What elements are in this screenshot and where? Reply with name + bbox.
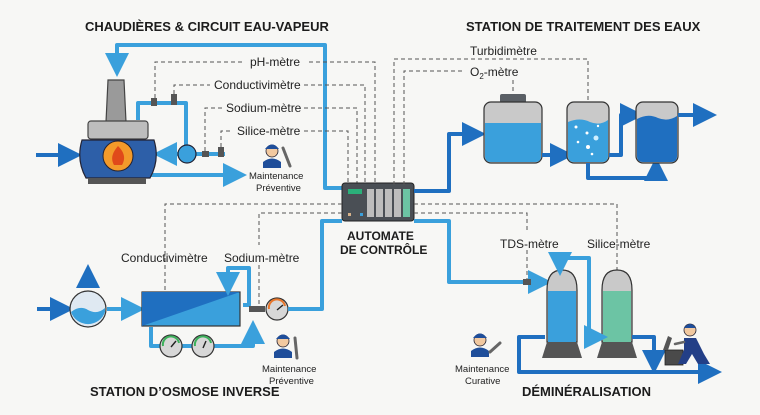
ro-membrane-concentrate <box>142 292 240 326</box>
ro-sodium-sensor <box>249 306 265 312</box>
ro-recirculation-pipe <box>216 266 251 307</box>
plc-led <box>348 213 351 216</box>
sodium-signal-line-plc <box>304 107 358 185</box>
silica-signal-line <box>220 130 233 147</box>
filter-to-storage-pipe <box>609 103 644 157</box>
ph-signal-line-plc <box>309 61 376 185</box>
tds-meter-label: TDS-mètre <box>500 237 559 251</box>
sodium-sensor <box>202 151 209 157</box>
boiler-silica-meter-label: Silice-mètre <box>237 124 301 138</box>
ph-sensor <box>151 98 157 106</box>
oxygen-meter-label: O2-mètre <box>470 65 519 81</box>
silica-signal-line-plc <box>304 130 349 185</box>
sampling-loop-pipe <box>136 101 188 145</box>
oxygen-signal-line <box>403 70 465 185</box>
technician-icon <box>471 333 502 357</box>
boiler-chimney <box>105 79 127 123</box>
demin-tds-signal-line <box>414 212 528 232</box>
ph-meter-label: pH-mètre <box>250 55 300 69</box>
ro-sodium-signal-line <box>258 212 342 245</box>
ro-conductivity-signal-line <box>164 203 342 292</box>
section-title-reverse-osmosis: STATION D’OSMOSE INVERSE <box>90 384 280 399</box>
boiler-base <box>88 178 146 184</box>
demin-silica-signal-line <box>414 203 618 270</box>
turbidity-meter-label: Turbidimètre <box>470 44 537 58</box>
ro-maintenance-label-2: Préventive <box>269 376 314 387</box>
technician-icon <box>274 334 299 360</box>
ro-maintenance-label-1: Maintenance <box>262 364 316 375</box>
demin-outlet-pipe <box>517 335 722 384</box>
ro-sodium-meter-label: Sodium-mètre <box>224 251 300 265</box>
plc-display <box>348 189 362 194</box>
demin-maintenance-label-1: Maintenance <box>455 364 509 375</box>
ph-signal-line <box>154 61 245 98</box>
boiler-hood <box>87 120 149 140</box>
flame-icon <box>112 146 125 165</box>
cation-transfer-pipe <box>548 252 591 337</box>
sodium-signal-line <box>204 107 222 151</box>
ro-feed-water <box>71 307 105 325</box>
anion-outlet-pipe <box>632 335 666 374</box>
silica-sensor <box>218 147 224 157</box>
conductivity-sensor <box>171 94 177 105</box>
tds-sensor <box>523 279 531 285</box>
anion-column-base <box>597 342 637 358</box>
boiler-maintenance-label-2: Préventive <box>256 183 301 194</box>
conductivity-signal-line-plc <box>304 84 366 185</box>
tank-lid <box>500 94 526 103</box>
pressure-gauge-icon <box>265 297 289 321</box>
anion-resin <box>603 291 631 342</box>
demineralisation-section: TDS-mètre Silice-mètre Maintenance Curat… <box>414 203 722 387</box>
plc-module <box>394 189 401 217</box>
steam-return-pipe <box>105 43 342 190</box>
plc-module <box>367 189 374 217</box>
clarifier-water <box>485 123 541 162</box>
storage-water <box>637 115 677 162</box>
repair-technician-icon <box>663 323 710 366</box>
filter-bypass-pipe <box>586 157 668 181</box>
cation-resin <box>548 291 576 342</box>
filter-water <box>568 119 608 162</box>
turbidity-signal-line <box>393 58 589 185</box>
section-title-demineralisation: DÉMINÉRALISATION <box>522 384 651 399</box>
boiler-section: pH-mètre Conductivimètre Sodium-mètre Si… <box>36 43 376 194</box>
plc-module-active <box>403 189 410 217</box>
demin-maintenance-label-2: Curative <box>465 376 500 387</box>
demin-silica-meter-label: Silice-mètre <box>587 237 651 251</box>
section-title-water-treatment: STATION DE TRAITEMENT DES EAUX <box>466 19 701 34</box>
pressure-gauge-icon <box>159 334 183 358</box>
plc-to-cation-pipe <box>414 219 552 294</box>
boiler-conductivity-meter-label: Conductivimètre <box>214 78 301 92</box>
plc-controller[interactable]: AUTOMATE DE CONTRÔLE <box>340 182 427 257</box>
plc-module <box>376 189 383 217</box>
ro-conductivity-meter-label: Conductivimètre <box>121 251 208 265</box>
plc-label-line1: AUTOMATE <box>347 229 414 243</box>
plc-to-clarifier-pipe <box>414 122 486 193</box>
section-title-boiler: CHAUDIÈRES & CIRCUIT EAU-VAPEUR <box>85 19 329 34</box>
conductivity-signal-line <box>173 84 210 94</box>
plc-led <box>360 213 363 216</box>
plc-module <box>385 189 392 217</box>
circulation-pump-icon <box>177 144 197 164</box>
boiler-sodium-meter-label: Sodium-mètre <box>226 101 302 115</box>
technician-icon <box>263 144 292 168</box>
boiler-maintenance-label-1: Maintenance <box>249 171 303 182</box>
cation-column-base <box>542 342 582 358</box>
ro-to-plc-pipe <box>288 219 342 311</box>
water-treatment-section: Turbidimètre O2-mètre <box>393 44 717 193</box>
plc-label-line2: DE CONTRÔLE <box>340 242 427 257</box>
pressure-gauge-icon <box>191 334 215 358</box>
reverse-osmosis-section: Conductivimètre Sodium-mètre <box>37 203 342 387</box>
